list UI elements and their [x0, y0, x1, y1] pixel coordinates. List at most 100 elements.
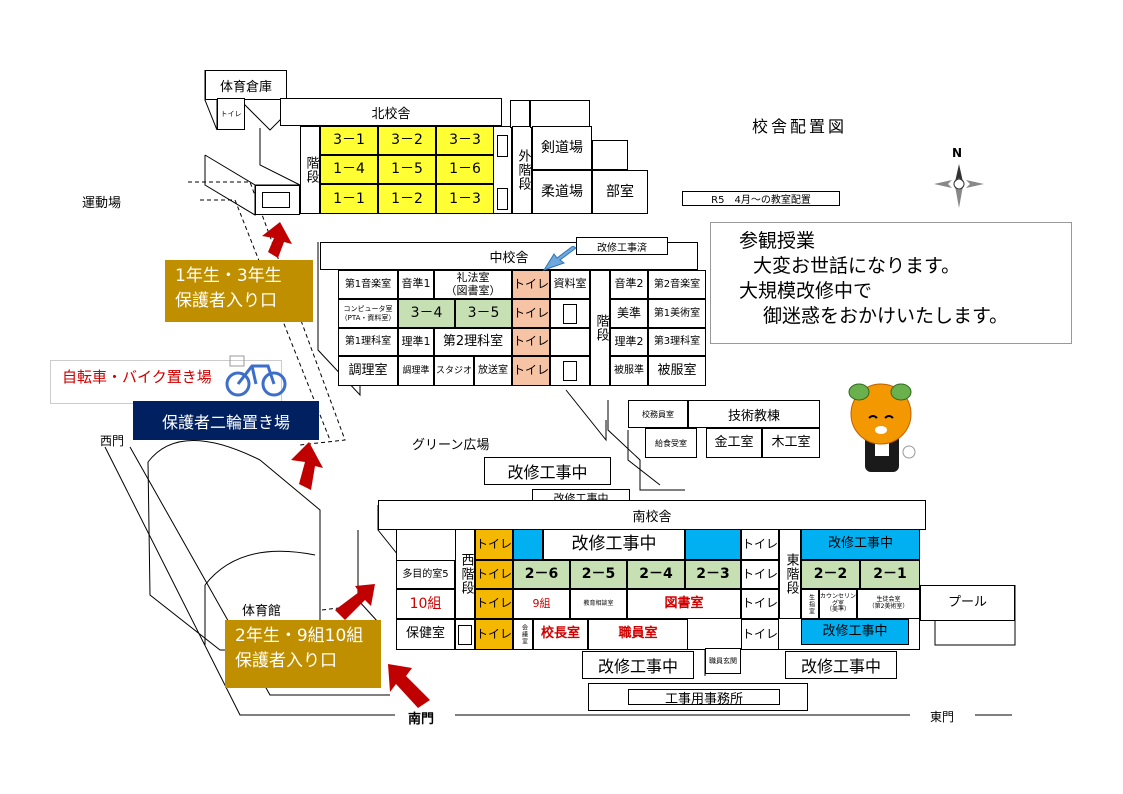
metal-shop: 金工室: [706, 428, 762, 458]
south-top-blue-2: [685, 529, 741, 560]
area-green-hiroba: グリーン広場: [412, 438, 490, 453]
construction-green: 改修工事中: [484, 457, 611, 485]
middle-toilet-1: トイレ: [512, 270, 550, 299]
wood-shop: 木工室: [762, 428, 820, 458]
north-building-name: 北校舎: [280, 98, 502, 126]
meeting-room: 会議室: [513, 619, 533, 650]
area-nishimon: 西門: [100, 434, 125, 448]
construction-done-label: 改修工事済: [576, 237, 668, 255]
south-construction-right-top: 改修工事中: [801, 529, 920, 560]
kendo-roof: [530, 100, 590, 128]
music-room-2: 第2音楽室: [648, 270, 706, 299]
west-stairs: 西階段: [455, 529, 475, 619]
sewing-room: 被服室: [648, 356, 706, 386]
studio: スタジオ: [434, 356, 474, 386]
compass-icon: [934, 164, 984, 208]
middle-blank-1: [550, 299, 590, 328]
south-toilet-e2: トイレ: [741, 560, 779, 589]
class-10: 10組: [396, 589, 455, 619]
health-door: [455, 619, 475, 650]
room-2-1: 2－1: [860, 560, 920, 589]
south-toilet-4: トイレ: [475, 619, 513, 650]
archive-room: 資料室: [550, 270, 590, 299]
club-roof: [592, 140, 628, 170]
south-toilet-e4: トイレ: [741, 619, 779, 650]
science-room-3: 第3理科室: [648, 328, 706, 356]
middle-stairs: 階段: [590, 270, 610, 386]
middle-blank-3: [550, 356, 590, 386]
entrance-sign-1-3: 1年生・3年生 保護者入り口: [165, 260, 313, 322]
arrow-up-icon: [262, 222, 292, 258]
room-1-3: 1－3: [436, 184, 494, 214]
south-toilet-3: トイレ: [475, 589, 513, 619]
counseling-room: カウンセリング室 （美準）: [819, 589, 857, 619]
r5-label: R5 4月～の教室配置: [682, 191, 840, 206]
guidance-room: 生指室: [801, 589, 819, 619]
art-room-1: 第1美術室: [648, 299, 706, 328]
tech-building-name: 技術教棟: [688, 400, 820, 428]
middle-toilet-2: トイレ: [512, 299, 550, 328]
north-stairs: 階段: [300, 126, 320, 214]
middle-toilet-4: トイレ: [512, 356, 550, 386]
parent-bike-area: 保護者二輪置き場: [133, 401, 319, 440]
room-1-1: 1－1: [320, 184, 378, 214]
broadcast-room: 放送室: [474, 356, 512, 386]
construction-office: 工事用事務所: [628, 689, 780, 707]
middle-toilet-3: トイレ: [512, 328, 550, 356]
art-prep: 美準: [610, 299, 648, 328]
bicycle-area: [50, 360, 282, 404]
room-1-2: 1－2: [378, 184, 436, 214]
notice-box: 参観授業 大変お世話になります。 大規模改修中で 御迷惑をおかけいたします。: [710, 222, 1072, 344]
pool: プール: [920, 585, 1015, 621]
room-1-6: 1－6: [436, 155, 494, 184]
construction-south-2: 改修工事中: [785, 651, 897, 679]
science-prep-2: 理準2: [610, 328, 648, 356]
judo-hall: 柔道場: [532, 170, 592, 214]
sewing-prep: 被服準: [610, 356, 648, 386]
computer-room: コンピュータ室 （PTA・資料室）: [338, 299, 398, 328]
middle-blank-2: [550, 328, 590, 356]
music-room-1: 第1音楽室: [338, 270, 398, 299]
room-2-3: 2－3: [685, 560, 741, 589]
north-outer-stairs: 外階段: [512, 126, 532, 214]
room-2-5: 2－5: [570, 560, 627, 589]
east-stairs: 東階段: [779, 529, 801, 619]
north-door-2: [497, 188, 508, 210]
notice-line-2: 大変お世話になります。: [753, 255, 961, 278]
north-storage: 体育倉庫: [205, 70, 287, 100]
cooking-room: 調理室: [338, 356, 398, 386]
caretaker-room: 校務員室: [628, 400, 688, 428]
compass-north-label: N: [952, 146, 963, 160]
room-3-3: 3－3: [436, 126, 494, 155]
bicycle-icon: [225, 355, 287, 397]
room-3-2: 3－2: [378, 126, 436, 155]
room-2-2: 2－2: [801, 560, 860, 589]
education-room: 教育相談室: [570, 589, 627, 619]
science-room-2: 第2理科室: [434, 328, 512, 356]
notice-line-4: 御迷惑をおかけいたします。: [763, 305, 1009, 328]
south-toilet-e3: トイレ: [741, 589, 779, 619]
class-9: 9組: [513, 589, 570, 619]
health-room: 保健室: [396, 619, 455, 650]
bicycle-label: 自転車・バイク置き場: [62, 368, 212, 386]
entrance-sign-2-9: 2年生・9組10組 保護者入り口: [225, 620, 381, 688]
south-toilet-1: トイレ: [475, 529, 513, 560]
room-3-4: 3－4: [398, 299, 455, 328]
north-door-1: [497, 135, 508, 157]
south-construction-top: 改修工事中: [543, 529, 685, 560]
area-undoujo: 運動場: [82, 196, 122, 211]
north-annex-door: [262, 192, 290, 208]
south-toilet-e1: トイレ: [741, 529, 779, 560]
multipurpose-room: 多目的室5: [396, 560, 455, 589]
arrow-down-left-icon: [542, 246, 577, 271]
library: 図書室: [627, 589, 741, 619]
council-room: 生徒会室 （第2美術室）: [857, 589, 920, 619]
outer-stairs-top: [510, 100, 530, 128]
page-title: 校舎配置図: [752, 117, 848, 136]
mascot-icon: [848, 383, 916, 472]
area-taiikukan: 体育館: [242, 604, 282, 619]
etiquette-room: 礼法室 （図書室）: [434, 270, 512, 299]
science-room-1: 第1理科室: [338, 328, 398, 356]
room-1-4: 1－4: [320, 155, 378, 184]
room-2-4: 2－4: [627, 560, 685, 589]
